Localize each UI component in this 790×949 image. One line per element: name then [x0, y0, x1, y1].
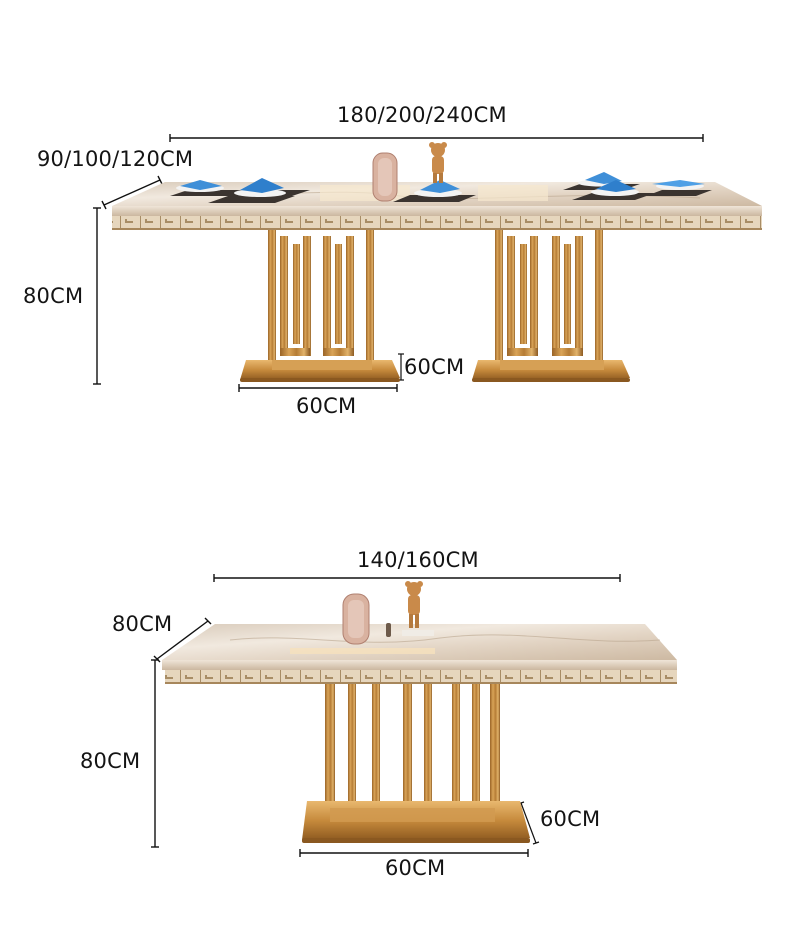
vase-ornament — [342, 593, 370, 645]
large-height-dimension-line — [93, 207, 101, 385]
small-length-label: 140/160CM — [357, 548, 479, 572]
bear-figurine — [429, 142, 447, 183]
large-base-depth-label: 60CM — [404, 355, 465, 379]
large-table-settings — [170, 142, 712, 203]
large-length-label: 180/200/240CM — [337, 103, 507, 127]
small-pedestal — [302, 684, 530, 843]
small-base-width-label: 60CM — [385, 856, 446, 880]
small-width-label: 80CM — [112, 612, 173, 636]
large-width-dimension-line — [101, 175, 163, 210]
small-base-width-dimension-line — [299, 849, 529, 857]
small-length-dimension-line — [213, 574, 621, 582]
large-base-width-dimension-line — [238, 384, 398, 392]
large-width-label: 90/100/120CM — [37, 147, 194, 171]
small-width-dimension-line — [153, 617, 212, 663]
small-height-dimension-line — [151, 659, 159, 848]
place-setting — [572, 180, 655, 200]
place-setting — [208, 178, 295, 203]
bear-figurine — [402, 581, 434, 636]
small-height-label: 80CM — [80, 749, 141, 773]
small-bottle — [386, 623, 391, 637]
large-left-pedestal — [240, 230, 400, 382]
small-table-ornaments — [342, 581, 434, 645]
large-length-dimension-line — [169, 134, 704, 142]
large-base-width-label: 60CM — [296, 394, 357, 418]
small-base-depth-label: 60CM — [540, 807, 601, 831]
large-right-pedestal — [472, 230, 630, 382]
large-height-label: 80CM — [23, 284, 84, 308]
vase-ornament — [372, 152, 398, 202]
place-setting — [393, 180, 476, 202]
small-table-top — [162, 624, 677, 684]
place-setting — [646, 180, 712, 196]
